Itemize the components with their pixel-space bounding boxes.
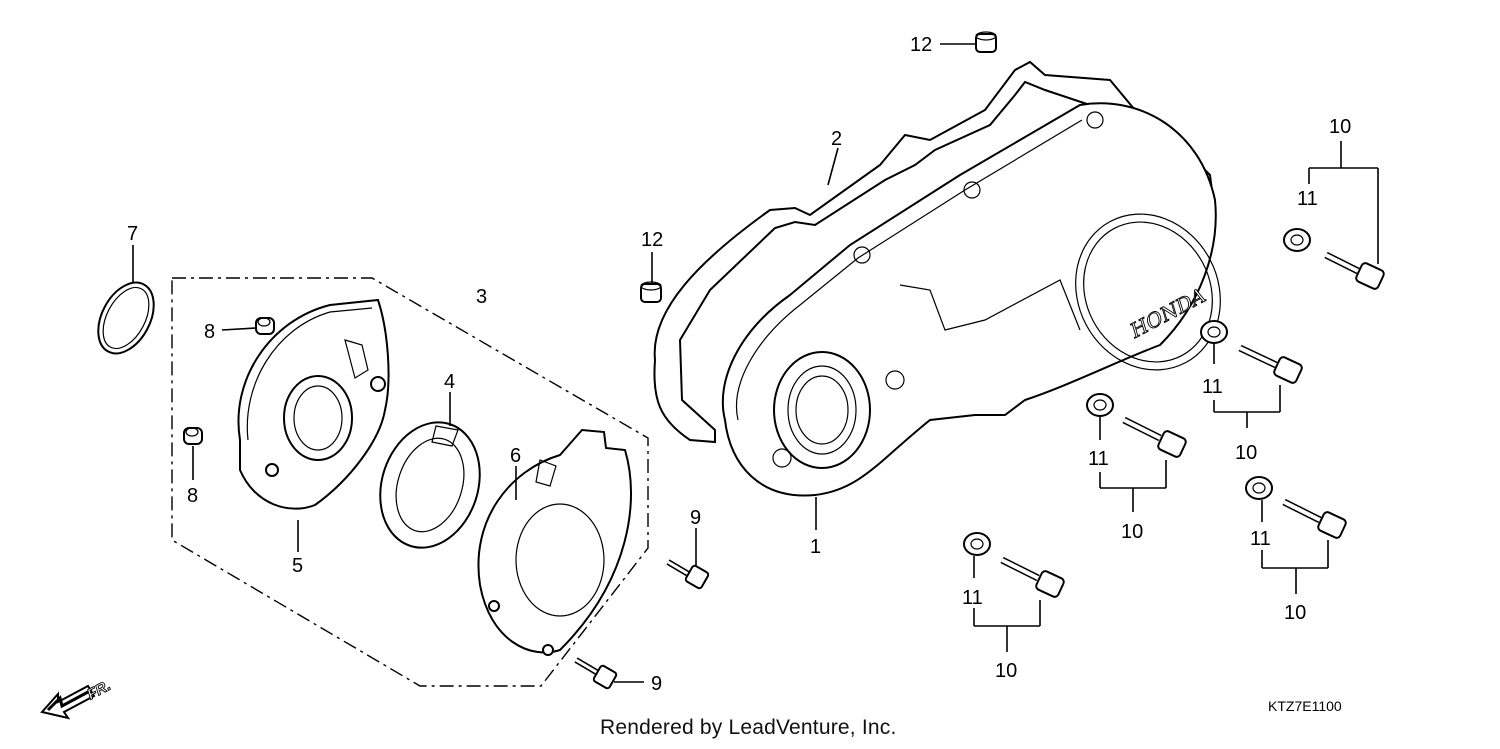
label-4: 4 [444, 371, 455, 393]
label-8-bottom: 8 [187, 485, 198, 507]
label-7: 7 [127, 223, 138, 245]
washer-11-b[interactable] [1200, 320, 1228, 344]
washer-11-a[interactable] [1283, 228, 1311, 252]
bolt-10-b[interactable] [1238, 344, 1303, 384]
assembly-3-outline [171, 277, 649, 687]
label-10-c: 10 [1121, 521, 1143, 543]
washer-11-d[interactable] [1245, 476, 1273, 500]
label-11-e: 11 [962, 587, 983, 609]
label-12-top: 12 [910, 34, 932, 56]
diagram-code: KTZ7E1100 [1268, 698, 1342, 714]
label-8-top: 8 [204, 321, 215, 343]
cap-8-top[interactable] [255, 317, 275, 335]
label-10-e: 10 [995, 660, 1017, 682]
label-5: 5 [292, 555, 303, 577]
label-2: 2 [831, 128, 842, 150]
label-10-d: 10 [1284, 602, 1306, 624]
bolt-10-d[interactable] [1282, 498, 1347, 539]
label-6: 6 [510, 445, 521, 467]
plate-cover-6[interactable] [477, 428, 633, 656]
dowel-pin-12-top[interactable] [975, 31, 997, 53]
label-9-upper: 9 [690, 507, 701, 529]
cap-8-bottom[interactable] [183, 427, 203, 445]
label-9-lower: 9 [651, 673, 662, 695]
bolt-9-lower[interactable] [574, 657, 618, 690]
washer-11-e[interactable] [963, 532, 991, 556]
inner-plate-5[interactable] [237, 298, 390, 510]
label-3: 3 [476, 286, 487, 308]
label-11-d: 11 [1250, 528, 1271, 550]
bolt-10-e[interactable] [1000, 556, 1065, 598]
label-11-c: 11 [1088, 448, 1109, 470]
bolt-10-a[interactable] [1324, 251, 1385, 290]
front-direction-arrow-icon: FR. [40, 677, 114, 720]
washer-11-c[interactable] [1086, 393, 1114, 417]
bolt-9-upper[interactable] [666, 559, 710, 590]
label-11-a: 11 [1297, 188, 1318, 210]
seal-4[interactable] [365, 409, 496, 560]
label-12-left: 12 [641, 229, 663, 251]
o-ring-7[interactable] [87, 273, 165, 363]
label-10-b: 10 [1235, 442, 1257, 464]
bolt-10-c[interactable] [1122, 416, 1187, 458]
render-credit: Rendered by LeadVenture, Inc. [600, 716, 897, 739]
label-11-b: 11 [1202, 376, 1223, 398]
label-10-a: 10 [1329, 116, 1351, 138]
label-1: 1 [810, 536, 821, 558]
dowel-pin-12-left[interactable] [640, 281, 662, 303]
